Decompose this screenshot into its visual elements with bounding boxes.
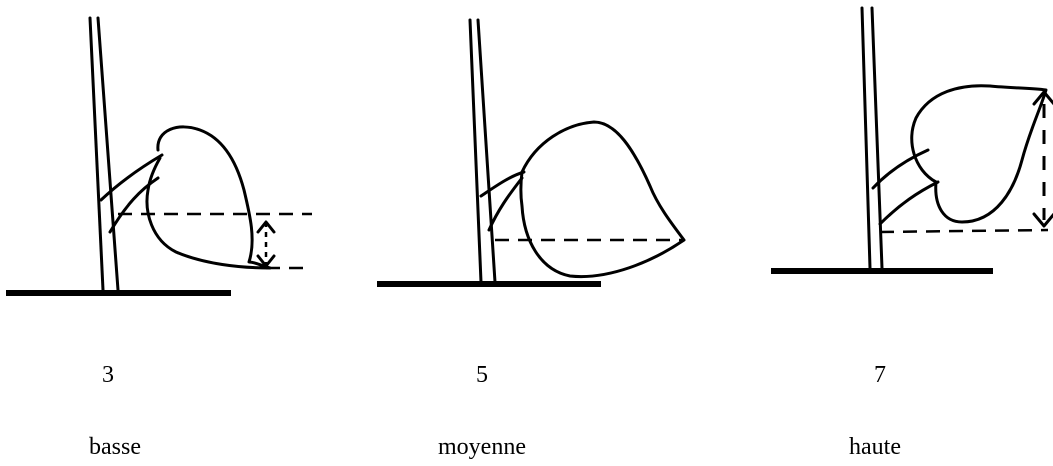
panel-low-drawing <box>6 16 312 296</box>
reference-line-3 <box>879 228 1049 234</box>
stem-right-2 <box>476 18 497 284</box>
stem-right-1 <box>96 16 120 292</box>
stem-left-2 <box>468 18 483 284</box>
stem-left-1 <box>88 16 105 292</box>
stem-left-3 <box>860 6 872 270</box>
leaf-1 <box>145 125 272 270</box>
petiole-lower-1 <box>108 176 160 234</box>
panel-medium-drawing <box>377 18 686 287</box>
score-low: 3 <box>102 362 114 388</box>
petiole-upper-3 <box>871 148 930 190</box>
panel-high-drawing <box>771 6 1053 274</box>
score-high: 7 <box>874 362 886 388</box>
leaf-2 <box>519 120 686 279</box>
petiole-upper-1 <box>99 153 164 202</box>
arrowhead-up-1 <box>256 220 276 234</box>
label-medium: moyenne <box>438 434 526 460</box>
leaf-3 <box>910 84 1048 224</box>
label-low: basse <box>89 434 141 460</box>
stem-right-3 <box>870 6 884 270</box>
arrowhead-down-1 <box>256 254 276 268</box>
arrowhead-up-3 <box>1032 90 1053 106</box>
petiole-lower-3 <box>878 180 940 226</box>
label-high: haute <box>849 434 901 460</box>
arrowhead-down-3 <box>1032 212 1053 228</box>
score-medium: 5 <box>476 362 488 388</box>
petiole-lower-2 <box>487 176 524 232</box>
